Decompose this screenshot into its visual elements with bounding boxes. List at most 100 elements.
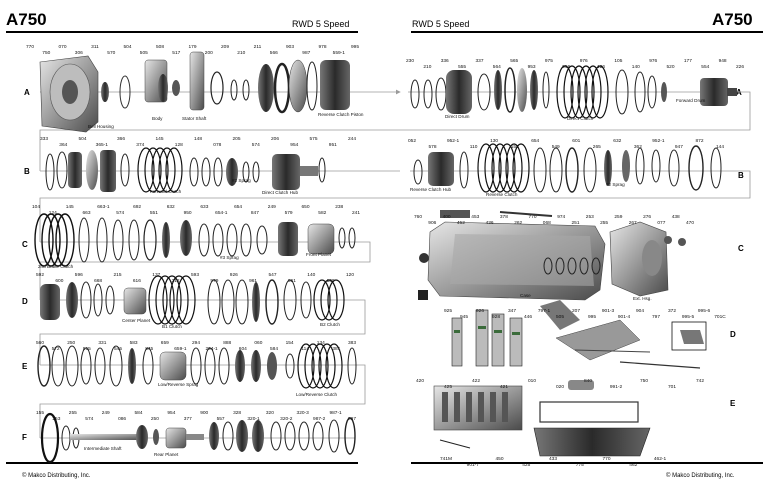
row-a-right-parts	[410, 65, 737, 119]
part-number-a-left-11: 200	[205, 50, 213, 56]
part-number-e-left-9: 659-1	[174, 346, 187, 352]
part-number-b-left-7: 128	[175, 142, 183, 148]
part-number-f-right-0: 741M	[440, 456, 452, 462]
part-number-c-right-5: 436	[486, 220, 494, 226]
part-number-f-left-2: 255	[69, 410, 77, 416]
part-number-b-left-8: 148	[194, 136, 202, 142]
row-a-left-parts	[39, 51, 350, 133]
left-footer-rule	[6, 462, 358, 464]
low-reverse-sprag-part	[159, 351, 187, 381]
caption-intermediate-shaft: Intermediate Shaft	[84, 446, 122, 451]
part-number-a-right-16: 177	[684, 58, 692, 64]
part-number-a-right-2: 336	[441, 58, 449, 64]
part-number-a-left-15: 566	[270, 50, 278, 56]
part-number-e-left-1: 572	[52, 346, 60, 352]
part-number-c-right-7: 262	[514, 220, 522, 226]
row-label-right-b: B	[738, 171, 744, 180]
part-number-e-left-5: 545	[114, 346, 122, 352]
row-label-right-a: A	[736, 88, 742, 97]
part-number-e-left-15: 584	[270, 346, 278, 352]
part-number-d-right-8: 207	[572, 308, 580, 314]
part-number-e-right-9: 701	[668, 384, 676, 390]
part-number-f-left-10: 900	[200, 410, 208, 416]
part-number-d-right-5: 446	[524, 314, 532, 320]
caption-sprag-3: #3 Sprag	[220, 255, 239, 260]
caption-forward-clutch: Forward Clutch	[150, 189, 182, 194]
part-number-c-right-6: 378	[500, 214, 508, 220]
part-number-d-left-12: 547	[268, 272, 276, 278]
part-number-c-right-11: 251	[571, 220, 579, 226]
caption-direct-clutch: Direct Clutch	[567, 116, 594, 121]
row-label-d: D	[22, 297, 28, 306]
part-number-a-left-8: 508	[156, 44, 164, 50]
part-number-e-right-2: 422	[472, 378, 480, 384]
part-number-b-left-13: 954	[290, 142, 298, 148]
part-number-c-left-2: 145	[66, 204, 74, 210]
part-number-d-left-7: 312	[172, 278, 180, 284]
row-label-a: A	[24, 88, 30, 97]
part-number-d-right-16: 995-6	[698, 308, 711, 314]
part-number-f-left-5: 086	[118, 416, 126, 422]
part-number-a-left-19: 559-1	[333, 50, 346, 56]
part-number-c-left-15: 579	[285, 210, 293, 216]
caption-sprag-2-right: #2 Sprag	[606, 182, 625, 187]
part-number-e-left-6: 583	[130, 340, 138, 346]
row-label-right-c: C	[738, 244, 744, 253]
left-title: A750	[6, 10, 47, 29]
row-label-b: B	[24, 167, 30, 176]
part-number-e-left-3: 955	[83, 346, 91, 352]
part-number-d-right-3: 928	[492, 314, 500, 320]
row-d-right-parts	[451, 300, 707, 369]
caption-forward-drum: Forward Drum	[676, 98, 706, 103]
part-number-f-left-8: 954	[167, 410, 175, 416]
rear-planet-part	[165, 427, 187, 449]
part-number-b-left-2: 504	[78, 136, 86, 142]
caption-sprag-2-left: #2 Sprag	[232, 178, 251, 183]
caption-bell-housing: Bell Housing	[88, 124, 114, 129]
part-number-e-left-10: 294	[192, 340, 200, 346]
row-b-left-parts	[45, 147, 326, 193]
part-number-a-right-10: 976	[580, 58, 588, 64]
part-number-f-right-6: 770	[602, 456, 610, 462]
part-number-a-right-8: 975	[545, 58, 553, 64]
part-number-b-left-10: 205	[232, 136, 240, 142]
part-number-a-left-0: 770	[26, 44, 34, 50]
part-number-e-left-8: 659	[161, 340, 169, 346]
part-number-e-right-10: 742	[696, 378, 704, 384]
row-e-left-parts	[37, 343, 357, 389]
caption-ext-hsg: Ext. Hsg.	[633, 296, 652, 301]
part-number-callouts: 7707500703063115705045055085171792002092…	[26, 44, 744, 468]
part-number-b-left-12: 206	[271, 136, 279, 142]
part-number-d-left-14: 140	[307, 272, 315, 278]
part-number-a-right-15: 520	[666, 64, 674, 70]
part-number-b-right-7: 549	[552, 144, 560, 150]
part-number-b-right-12: 952-1	[652, 138, 665, 144]
part-number-c-left-12: 654	[234, 204, 242, 210]
row-e-right-parts	[433, 380, 651, 457]
part-number-e-left-20: 383	[348, 340, 356, 346]
part-number-a-right-12: 105	[614, 58, 622, 64]
part-number-d-left-4: 215	[113, 272, 121, 278]
part-number-f-left-1: 253	[52, 416, 60, 422]
row-label-e: E	[22, 362, 28, 371]
part-number-e-left-17: 114	[301, 346, 309, 352]
part-number-e-left-2: 250	[67, 340, 75, 346]
right-subtitle: RWD 5 Speed	[412, 19, 470, 29]
part-number-c-right-12: 253	[586, 214, 594, 220]
part-number-e-left-19: 381	[332, 346, 340, 352]
part-number-e-left-14: 060	[254, 340, 262, 346]
second-brake-clutch-stack	[34, 213, 75, 267]
right-footer-rule	[411, 462, 763, 464]
part-number-d-right-17: 701C	[714, 314, 726, 320]
part-number-a-left-14: 211	[254, 44, 262, 50]
reverse-clutch-piston-part	[320, 60, 350, 110]
part-number-c-right-16: 276	[643, 214, 651, 220]
part-number-a-left-20: 995	[351, 44, 359, 50]
caption-front-planet: Front Planet	[306, 252, 332, 257]
part-number-c-right-2: 400	[443, 214, 451, 220]
part-number-d-left-8: 593	[191, 272, 199, 278]
row-d-left-parts	[40, 275, 345, 325]
part-number-a-left-9: 517	[172, 50, 180, 56]
part-number-a-right-5: 564	[493, 64, 501, 70]
part-number-d-left-16: 120	[346, 272, 354, 278]
